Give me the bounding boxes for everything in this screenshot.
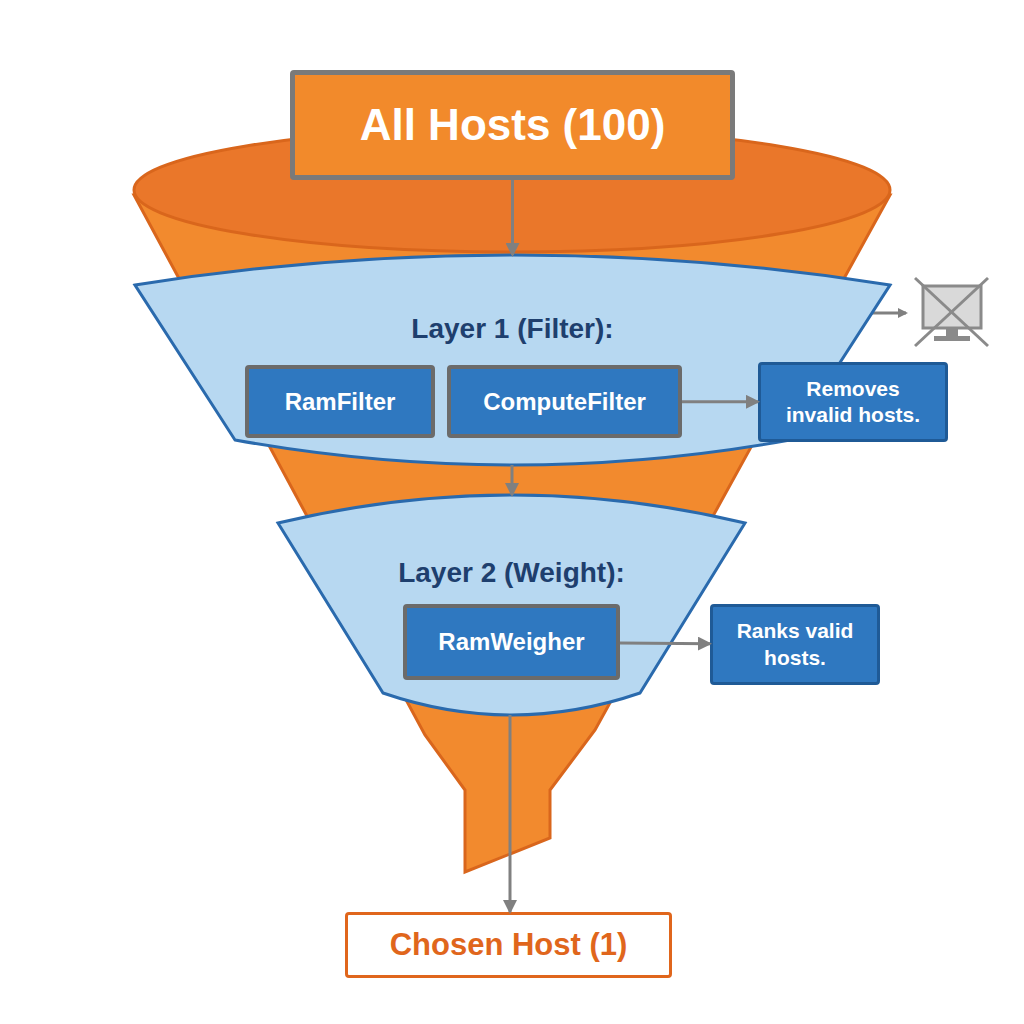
- filter-box: RamFilter: [245, 365, 435, 438]
- box-label: Ranks valid hosts.: [723, 618, 867, 671]
- flow-arrow: [682, 400, 758, 403]
- box-label: ComputeFilter: [483, 388, 646, 416]
- weigher-box: RamWeigher: [403, 604, 620, 680]
- rejected-host-icon: [915, 278, 988, 346]
- funnel-body: [134, 195, 890, 872]
- output-box: Chosen Host (1): [345, 912, 672, 978]
- flow-arrow: [509, 715, 512, 912]
- layer-heading: Layer 2 (Weight):: [278, 557, 745, 589]
- box-label: All Hosts (100): [360, 100, 666, 150]
- layer-heading: Layer 1 (Filter):: [135, 313, 890, 345]
- note-box: Removes invalid hosts.: [758, 362, 948, 442]
- box-label: Chosen Host (1): [390, 927, 628, 963]
- note-box: Ranks valid hosts.: [710, 604, 880, 685]
- box-label: RamWeigher: [438, 628, 584, 656]
- flow-arrow: [511, 465, 514, 495]
- weight-layer-band: Layer 2 (Weight): RamWeigher: [278, 495, 745, 715]
- flow-arrow: [620, 641, 710, 645]
- filter-box: ComputeFilter: [447, 365, 682, 438]
- input-box: All Hosts (100): [290, 70, 735, 180]
- box-label: Removes invalid hosts.: [771, 376, 935, 429]
- flow-arrow: [511, 180, 514, 255]
- box-label: RamFilter: [285, 388, 396, 416]
